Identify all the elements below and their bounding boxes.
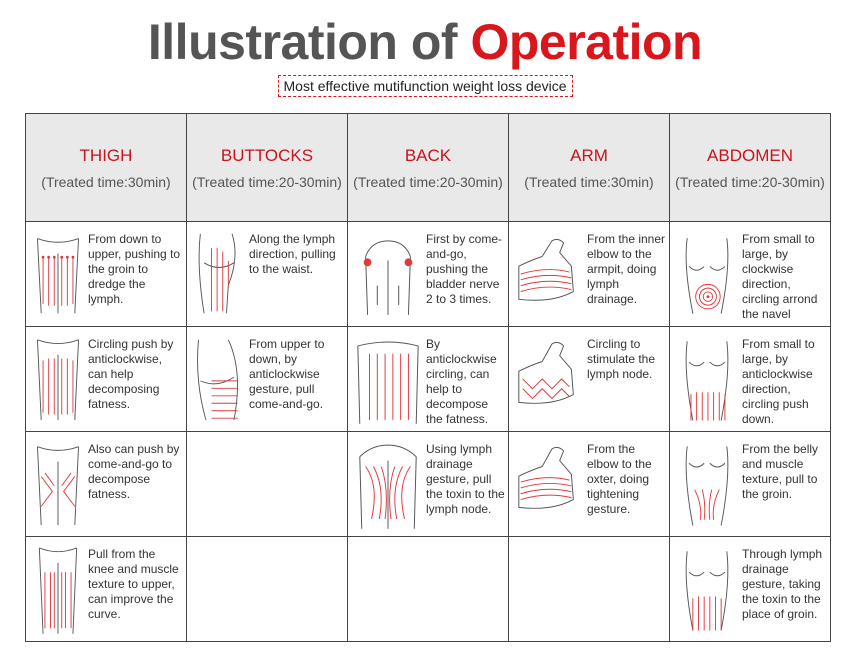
cell-back-4 <box>347 536 509 642</box>
cell-abdomen-3: From the belly and muscle texture, pull … <box>669 431 831 537</box>
cell-buttocks-2: From upper to down, by anticlockwise ges… <box>186 326 348 432</box>
abdomen-illustration <box>685 238 729 314</box>
instruction-text: From down to upper, pushing to the groin… <box>88 232 181 306</box>
page-title: Illustration of Operation <box>0 10 850 74</box>
table-row: From down to upper, pushing to the groin… <box>25 221 831 327</box>
cell-thigh-2: Circling push by anticlockwise, can help… <box>25 326 187 432</box>
cell-abdomen-4: Through lymph drainage gesture, taking t… <box>669 536 831 642</box>
thigh-illustration <box>37 446 79 526</box>
thigh-illustration <box>38 547 78 634</box>
header-back: BACK (Treated time:20-30min) <box>347 113 509 222</box>
instruction-text: Through lymph drainage gesture, taking t… <box>742 547 823 621</box>
arm-illustration <box>518 446 574 509</box>
thigh-illustration <box>37 339 79 421</box>
cell-buttocks-3 <box>186 431 348 537</box>
header-time: (Treated time:20-30min) <box>192 173 342 190</box>
title-part1: Illustration of <box>147 14 458 70</box>
cell-back-3: Using lymph drainage gesture, pull the t… <box>347 431 509 537</box>
cell-arm-2: Circling to stimulate the lymph node. <box>508 326 670 432</box>
instruction-text: Circling to stimulate the lymph node. <box>587 337 656 381</box>
instruction-text: Along the lymph direction, pulling to th… <box>249 232 336 276</box>
cell-buttocks-1: Along the lymph direction, pulling to th… <box>186 221 348 327</box>
back-illustration <box>357 341 419 424</box>
cell-arm-1: From the inner elbow to the armpit, doin… <box>508 221 670 327</box>
header-name: BACK <box>404 145 452 165</box>
back-illustration <box>363 240 413 315</box>
instruction-text: From upper to down, by anticlockwise ges… <box>249 337 325 411</box>
arm-illustration <box>518 238 574 301</box>
instruction-text: Also can push by come-and-go to decompos… <box>88 442 180 501</box>
header-name: ABDOMEN <box>707 145 793 165</box>
arm-illustration <box>518 341 574 404</box>
header-name: THIGH <box>79 145 133 165</box>
cell-buttocks-4 <box>186 536 348 642</box>
title-part2: Operation <box>470 14 703 70</box>
header-name: ARM <box>570 145 608 165</box>
header-row: THIGH (Treated time:30min) BUTTOCKS (Treat… <box>25 113 831 222</box>
instruction-text: By anticlockwise circling, can help to d… <box>426 337 497 426</box>
subtitle: Most effective mutifunction weight loss … <box>277 75 573 97</box>
cell-thigh-3: Also can push by come-and-go to decompos… <box>25 431 187 537</box>
instruction-text: From the belly and muscle texture, pull … <box>742 442 819 501</box>
header-time: (Treated time:20-30min) <box>353 173 503 190</box>
buttocks-illustration <box>198 233 236 314</box>
instruction-text: From small to large, by anticlockwise di… <box>742 337 815 426</box>
instruction-text: From small to large, by clockwise direct… <box>742 232 818 321</box>
cell-abdomen-2: From small to large, by anticlockwise di… <box>669 326 831 432</box>
cell-arm-3: From the elbow to the oxter, doing tight… <box>508 431 670 537</box>
cell-back-1: First by come-and-go, pushing the bladde… <box>347 221 509 327</box>
cell-back-2: By anticlockwise circling, can help to d… <box>347 326 509 432</box>
instruction-text: First by come-and-go, pushing the bladde… <box>426 232 503 306</box>
abdomen-illustration <box>685 551 729 631</box>
header-time: (Treated time:30min) <box>524 173 654 190</box>
abdomen-illustration <box>685 341 729 421</box>
instruction-text: From the inner elbow to the armpit, doin… <box>587 232 666 306</box>
cell-thigh-4: Pull from the knee and muscle texture to… <box>25 536 187 642</box>
instruction-text: Circling push by anticlockwise, can help… <box>88 337 174 411</box>
header-buttocks: BUTTOCKS (Treated time:20-30min) <box>186 113 348 222</box>
header-name: BUTTOCKS <box>220 145 314 165</box>
instruction-text: Pull from the knee and muscle texture to… <box>88 547 179 621</box>
back-illustration <box>359 444 417 529</box>
table-row: Circling push by anticlockwise, can help… <box>25 326 831 432</box>
cell-thigh-1: From down to upper, pushing to the groin… <box>25 221 187 327</box>
table-row: Pull from the knee and muscle texture to… <box>25 536 831 642</box>
subtitle-wrap: Most effective mutifunction weight loss … <box>0 75 850 97</box>
instruction-text: Using lymph drainage gesture, pull the t… <box>426 442 505 516</box>
header-time: (Treated time:20-30min) <box>675 173 825 190</box>
table-row: Also can push by come-and-go to decompos… <box>25 431 831 537</box>
header-abdomen: ABDOMEN (Treated time:20-30min) <box>669 113 831 222</box>
header-arm: ARM (Treated time:30min) <box>508 113 670 222</box>
operation-table: THIGH (Treated time:30min) BUTTOCKS (Treat… <box>25 113 831 642</box>
cell-arm-4 <box>508 536 670 642</box>
instruction-text: From the elbow to the oxter, doing tight… <box>587 442 652 516</box>
cell-abdomen-1: From small to large, by clockwise direct… <box>669 221 831 327</box>
buttocks-illustration <box>197 339 238 421</box>
thigh-illustration <box>37 238 79 314</box>
abdomen-illustration <box>685 446 729 526</box>
header-time: (Treated time:30min) <box>41 173 171 190</box>
header-thigh: THIGH (Treated time:30min) <box>25 113 187 222</box>
